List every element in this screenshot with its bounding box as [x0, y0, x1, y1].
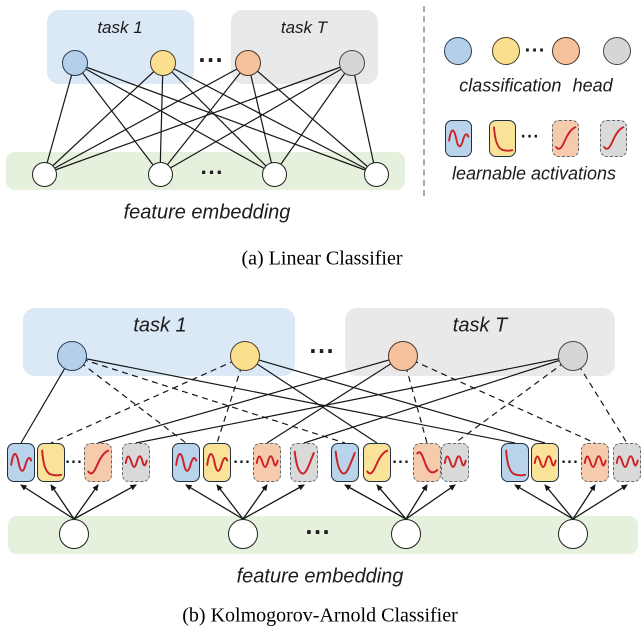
task-head-node-blue-b [57, 341, 87, 371]
activation-curve-icon [206, 452, 229, 472]
ellipsis-task-heads-b: ··· [309, 339, 335, 363]
activation-box-g1-gray [122, 443, 150, 482]
class-head-node-yellow-a [150, 50, 176, 76]
task-head-node-gray-b [558, 341, 588, 371]
activation-curve-icon [10, 452, 33, 472]
activation-box-g3-orange [413, 443, 441, 482]
taskT-label-b: task T [452, 314, 508, 337]
activation-curve-icon [124, 455, 148, 468]
activation-box-g3-yellow [363, 443, 391, 482]
ellipsis-task-heads-a: ··· [198, 48, 224, 72]
activation-box-g4-orange [581, 443, 609, 482]
feature-node-a [261, 161, 287, 187]
activation-box-g4-gray [613, 443, 641, 482]
activation-curve-icon [448, 129, 470, 148]
task-head-node-yellow-b [230, 341, 260, 371]
activation-curve-icon [87, 449, 110, 475]
ellipsis-activations-g2: ··· [233, 455, 251, 471]
legend-activation-box-blue [445, 120, 472, 157]
legend-learnable-activations-label: learnable activations [451, 163, 617, 184]
feature-node-b [391, 519, 421, 549]
activation-box-g2-blue [172, 443, 200, 482]
class-head-node-orange-a [235, 50, 261, 76]
legend-classification-head-label: classification head [459, 75, 613, 96]
activation-box-g3-gray [441, 443, 469, 482]
activation-box-g4-blue [501, 443, 529, 482]
activation-curve-icon [555, 126, 577, 150]
activation-curve-icon [366, 449, 389, 475]
activation-curve-icon [603, 126, 625, 150]
feature-embedding-box-b [8, 516, 638, 554]
activation-box-g1-orange [84, 443, 112, 482]
legend-head-node-orange [552, 37, 580, 65]
activation-curve-icon [615, 455, 639, 468]
task-head-node-orange-b [388, 341, 418, 371]
activation-curve-icon [583, 455, 607, 468]
activation-box-g2-yellow [203, 443, 231, 482]
legend-head-node-blue [444, 37, 472, 65]
ellipsis-legend-activations: ··· [520, 129, 540, 145]
caption-a: (a) Linear Classifier [241, 247, 403, 270]
activation-curve-icon [416, 451, 439, 474]
activation-box-g2-orange [253, 443, 281, 482]
activation-box-g3-blue [331, 443, 359, 482]
legend-divider [423, 6, 425, 196]
activation-curve-icon [505, 449, 527, 477]
feature-node-b [59, 519, 89, 549]
feature-embedding-label-b: feature embedding [236, 565, 404, 588]
caption-b: (b) Kolmogorov-Arnold Classifier [182, 604, 458, 627]
task1-label-b: task 1 [133, 314, 187, 337]
activation-curve-icon [293, 450, 315, 475]
class-head-node-blue-a [62, 50, 88, 76]
feature-node-a [31, 161, 57, 187]
legend-head-node-yellow [492, 37, 520, 65]
activation-curve-icon [533, 455, 557, 468]
ellipsis-activations-g3: ··· [392, 455, 410, 471]
feature-node-a [147, 161, 173, 187]
ellipsis-activations-g1: ··· [65, 455, 83, 471]
activation-curve-icon [493, 126, 514, 152]
class-head-node-gray-a [339, 50, 365, 76]
ellipsis-activations-g4: ··· [561, 455, 579, 471]
activation-box-g4-yellow [531, 443, 559, 482]
activation-box-g1-yellow [37, 443, 65, 482]
activation-curve-icon [255, 455, 279, 468]
legend-activation-box-yellow [489, 120, 516, 157]
feature-embedding-label-a: feature embedding [123, 201, 291, 224]
activation-curve-icon [175, 452, 198, 472]
legend-activation-box-orange [552, 120, 579, 157]
activation-curve-icon [41, 449, 63, 477]
legend-activation-box-gray [600, 120, 627, 157]
activation-box-g1-blue [7, 443, 35, 482]
activation-curve-icon [334, 450, 356, 475]
legend-head-node-gray [603, 37, 631, 65]
ellipsis-feature-nodes-a: ··· [200, 162, 224, 184]
feature-node-b [558, 519, 588, 549]
feature-node-a [363, 161, 389, 187]
ellipsis-legend-heads: ··· [524, 40, 546, 60]
ellipsis-feature-nodes-b: ··· [305, 520, 331, 544]
task1-label-a: task 1 [97, 18, 143, 37]
activation-curve-icon [443, 455, 467, 468]
activation-box-g2-gray [290, 443, 318, 482]
feature-node-b [228, 519, 258, 549]
taskT-label-a: task T [280, 18, 328, 37]
